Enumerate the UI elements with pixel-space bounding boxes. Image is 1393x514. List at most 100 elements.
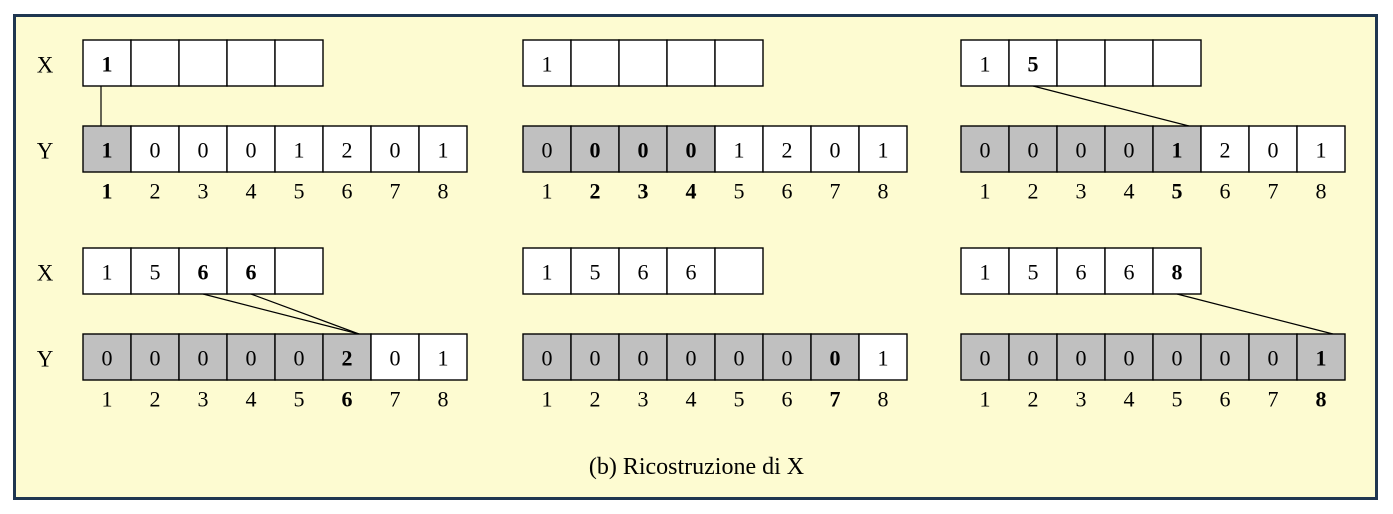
index-label: 8: [878, 179, 889, 204]
y-cell: [762, 125, 812, 173]
index-label: 1: [980, 179, 991, 204]
y-cell-value: 0: [590, 346, 601, 371]
row-label-y: Y: [37, 347, 54, 372]
y-cell-value: 0: [1124, 346, 1135, 371]
y-cell: [1008, 125, 1058, 173]
y-cell: [82, 333, 132, 381]
index-label: 4: [246, 387, 257, 412]
index-label: 5: [294, 387, 305, 412]
x-cell: [1008, 247, 1058, 295]
y-cell-value: 0: [542, 138, 553, 163]
row-label-x: X: [37, 261, 54, 286]
y-cell: [1104, 333, 1154, 381]
y-cell-value: 0: [150, 138, 161, 163]
y-cell-value: 0: [542, 346, 553, 371]
y-cell: [570, 125, 620, 173]
y-cell: [762, 333, 812, 381]
y-cell-value: 0: [638, 346, 649, 371]
x-cell: [960, 39, 1010, 87]
x-cell-value: 5: [150, 260, 161, 285]
index-label: 1: [102, 179, 113, 204]
x-cell: [226, 39, 276, 87]
index-label: 6: [782, 387, 793, 412]
index-label: 4: [1124, 387, 1135, 412]
y-cell: [130, 333, 180, 381]
y-cell-value: 0: [1076, 346, 1087, 371]
y-cell-value: 1: [1316, 346, 1327, 371]
x-cell-value: 8: [1172, 260, 1183, 285]
y-cell-value: 1: [1172, 138, 1183, 163]
y-cell: [418, 125, 468, 173]
x-cell: [1056, 39, 1106, 87]
x-cell-value: 6: [198, 260, 209, 285]
x-cell: [570, 39, 620, 87]
index-label: 3: [1076, 387, 1087, 412]
y-cell: [858, 333, 908, 381]
y-cell: [858, 125, 908, 173]
index-label: 3: [1076, 179, 1087, 204]
y-cell-value: 0: [1028, 346, 1039, 371]
x-cell-value: 1: [102, 260, 113, 285]
y-cell-value: 0: [980, 346, 991, 371]
index-label: 8: [1316, 387, 1327, 412]
y-cell-value: 0: [1028, 138, 1039, 163]
y-cell: [666, 125, 716, 173]
figure-caption: (b) Ricostruzione di X: [588, 454, 805, 480]
x-cell: [82, 39, 132, 87]
x-cell: [1152, 39, 1202, 87]
y-cell-value: 1: [294, 138, 305, 163]
y-cell: [1200, 125, 1250, 173]
y-cell-value: 1: [1316, 138, 1327, 163]
index-label: 3: [638, 179, 649, 204]
y-cell-value: 2: [782, 138, 793, 163]
y-cell-value: 0: [390, 138, 401, 163]
y-cell-value: 0: [294, 346, 305, 371]
y-cell-value: 0: [1172, 346, 1183, 371]
y-cell-value: 2: [342, 138, 353, 163]
x-cell: [178, 39, 228, 87]
index-label: 2: [150, 387, 161, 412]
x-cell-value: 6: [1124, 260, 1135, 285]
y-cell: [1008, 333, 1058, 381]
x-cell: [1008, 39, 1058, 87]
x-cell: [1152, 247, 1202, 295]
index-label: 4: [1124, 179, 1135, 204]
index-label: 7: [1268, 179, 1279, 204]
row-label-x: X: [37, 53, 54, 78]
y-cell-value: 0: [1268, 346, 1279, 371]
index-label: 8: [1316, 179, 1327, 204]
index-label: 1: [980, 387, 991, 412]
index-label: 1: [542, 179, 553, 204]
index-label: 6: [342, 179, 353, 204]
index-label: 6: [342, 387, 353, 412]
x-cell-value: 5: [1028, 52, 1039, 77]
y-cell-value: 1: [878, 346, 889, 371]
y-cell-value: 0: [1124, 138, 1135, 163]
y-cell-value: 0: [246, 346, 257, 371]
x-cell: [178, 247, 228, 295]
y-cell: [1248, 125, 1298, 173]
y-cell-value: 1: [438, 346, 449, 371]
y-cell-value: 1: [102, 138, 113, 163]
y-cell: [370, 125, 420, 173]
x-cell: [274, 39, 324, 87]
link-line: [202, 293, 360, 335]
index-label: 3: [198, 387, 209, 412]
y-cell: [618, 125, 668, 173]
x-cell: [618, 39, 668, 87]
y-cell-value: 0: [686, 138, 697, 163]
y-cell-value: 0: [638, 138, 649, 163]
index-label: 5: [734, 387, 745, 412]
y-cell: [810, 125, 860, 173]
x-cell: [1104, 39, 1154, 87]
x-cell: [666, 39, 716, 87]
x-cell-value: 6: [638, 260, 649, 285]
x-cell-value: 5: [590, 260, 601, 285]
index-label: 4: [686, 179, 697, 204]
y-cell-value: 0: [1076, 138, 1087, 163]
